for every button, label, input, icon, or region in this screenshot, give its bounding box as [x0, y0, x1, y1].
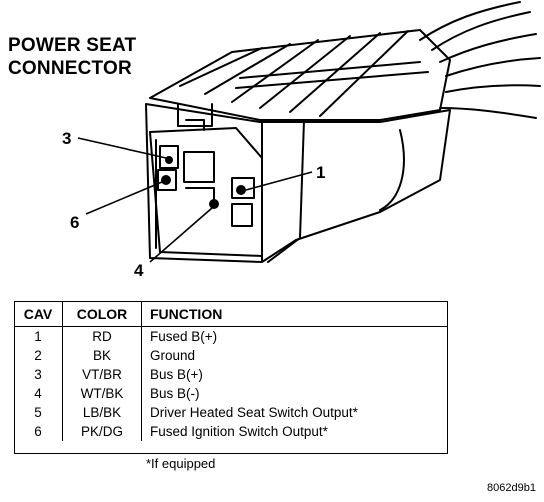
title-line-2: CONNECTOR [8, 58, 132, 79]
cav-cell: 2 [14, 346, 63, 365]
table-row: 3 VT/BR Bus B(+) [14, 365, 448, 384]
table-row: 2 BK Ground [14, 346, 448, 365]
table-row: 1 RD Fused B(+) [14, 326, 448, 346]
wire [431, 11, 531, 51]
function-cell: Fused B(+) [150, 329, 218, 344]
connector-illustration [77, 1, 541, 263]
table-row: 4 WT/BK Bus B(-) [14, 384, 448, 403]
leader-4 [149, 207, 213, 263]
function-cell: Driver Heated Seat Switch Output* [150, 405, 358, 420]
color-cell: RD [62, 326, 142, 346]
header-function: FUNCTION [141, 301, 448, 327]
leader-1 [245, 171, 313, 191]
callout-cavity-1: 1 [316, 163, 326, 182]
cav-cell: 5 [14, 403, 63, 422]
cavity-2 [231, 203, 253, 227]
callout-cavity-4: 4 [134, 261, 144, 280]
header-cav: CAV [14, 301, 63, 327]
cavity-6 [157, 169, 177, 191]
cav-cell: 1 [14, 326, 63, 346]
cav-cell: 3 [14, 365, 63, 384]
cav-cell: 6 [14, 422, 63, 441]
color-cell: WT/BK [62, 384, 142, 403]
callout-cavity-6: 6 [70, 213, 80, 232]
header-color: COLOR [62, 301, 142, 327]
color-cell: VT/BR [62, 365, 142, 384]
function-cell: Bus B(+) [150, 367, 203, 382]
connector-latch [177, 103, 213, 127]
function-cell: Ground [150, 348, 196, 363]
table-row: 6 PK/DG Fused Ignition Switch Output* [14, 422, 448, 441]
cav-cell: 4 [14, 384, 63, 403]
leader-3 [77, 137, 167, 159]
color-cell: BK [62, 346, 142, 365]
table-header-row: CAV COLOR FUNCTION [14, 301, 448, 327]
function-cell: Bus B(-) [150, 386, 200, 401]
diagram-title: POWER SEAT CONNECTOR [8, 34, 136, 80]
wire [419, 1, 521, 41]
title-line-1: POWER SEAT [8, 35, 137, 56]
pinout-table: CAV COLOR FUNCTION 1 RD Fused B(+) 2 BK … [14, 301, 448, 441]
wire [439, 107, 537, 119]
table-row: 5 LB/BK Driver Heated Seat Switch Output… [14, 403, 448, 422]
connector-face [149, 127, 263, 257]
color-cell: LB/BK [62, 403, 142, 422]
wire [439, 33, 537, 63]
function-cell: Fused Ignition Switch Output* [150, 424, 328, 439]
wire [445, 84, 541, 93]
leader-6 [85, 181, 163, 215]
wire [445, 57, 541, 77]
callout-cavity-3: 3 [62, 129, 72, 148]
footnote: *If equipped [146, 456, 216, 471]
connector-body [145, 103, 451, 263]
connector-top-housing [149, 29, 451, 121]
figure-id: 8062d9b1 [487, 482, 536, 494]
color-cell: PK/DG [62, 422, 142, 441]
